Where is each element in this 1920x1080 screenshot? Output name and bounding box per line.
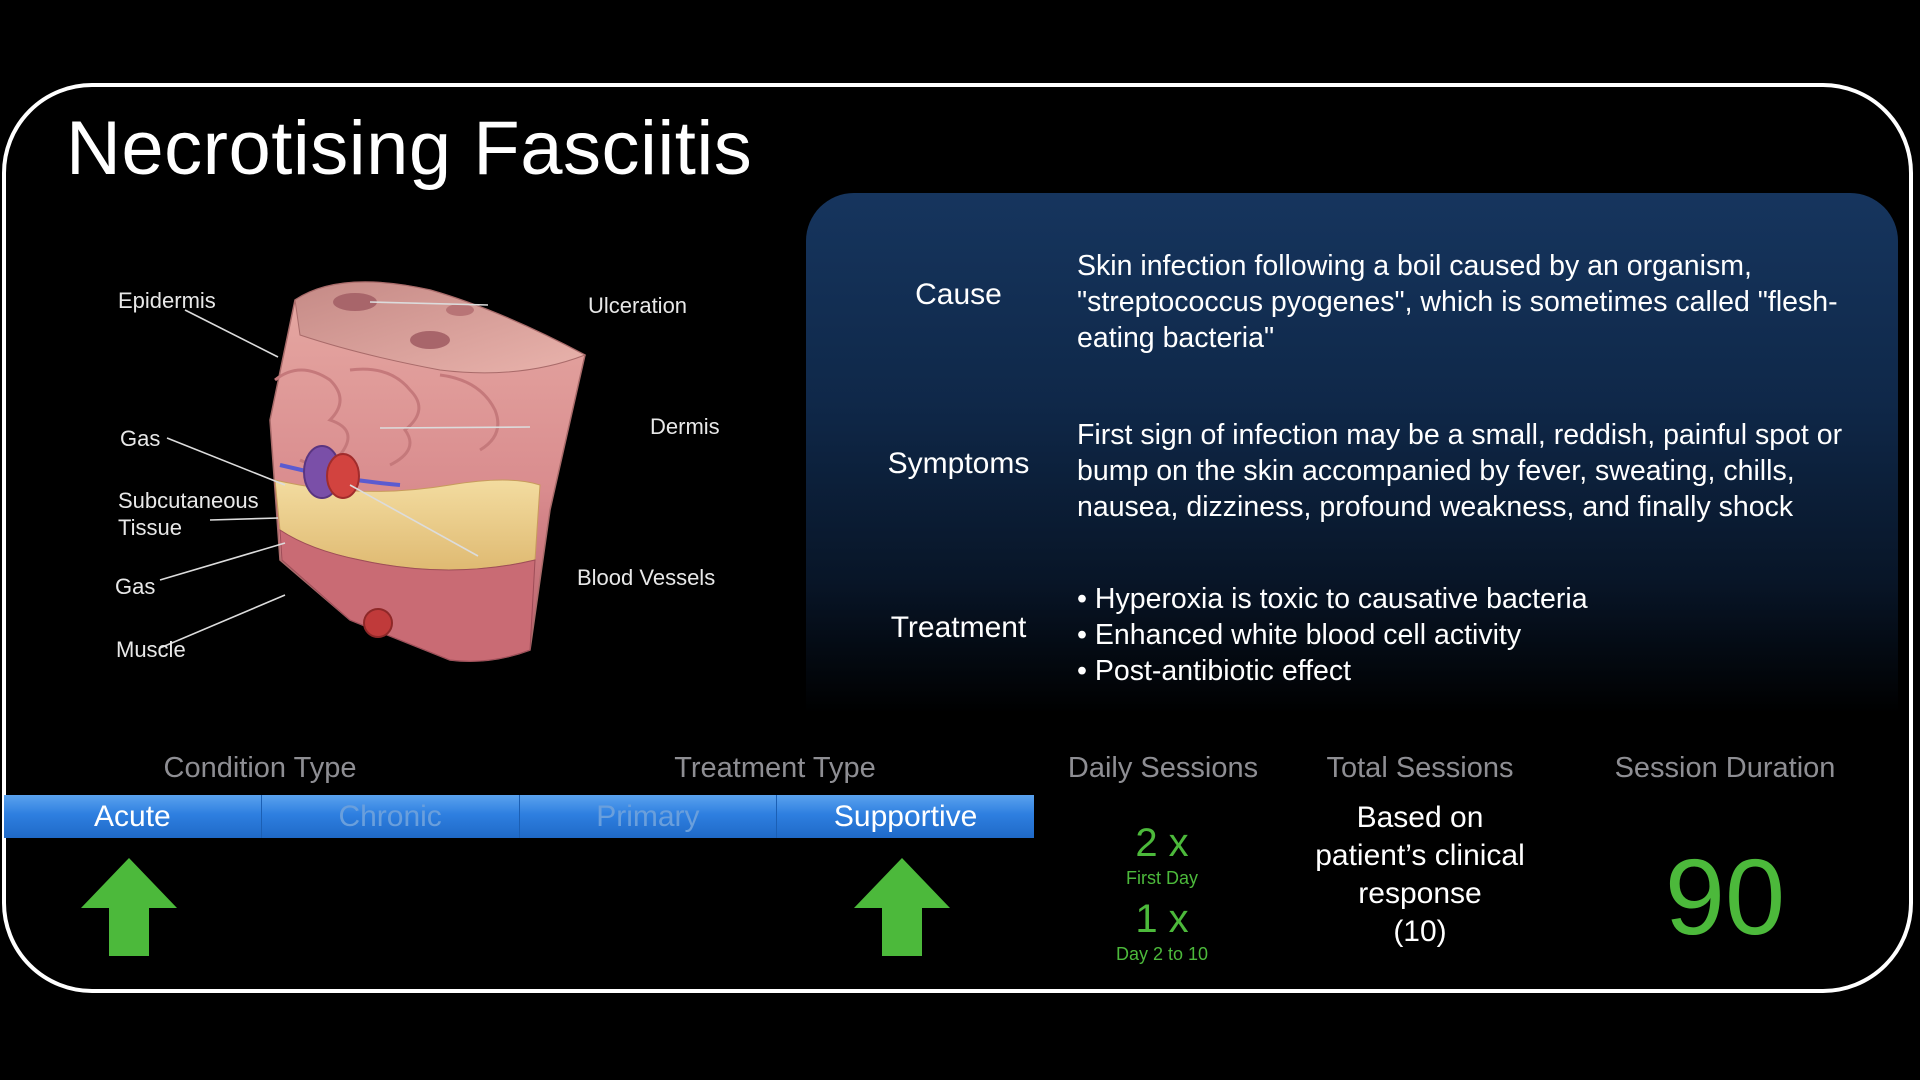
deep-vessel [363, 608, 393, 638]
type-segmented-control: Acute Chronic Primary Supportive [4, 795, 1034, 838]
label-ulceration: Ulceration [588, 293, 688, 318]
later-days-count: 1 x [1135, 897, 1189, 941]
tissue-diagram [159, 281, 587, 662]
dermis-fold-2 [349, 367, 421, 467]
ulcer-2 [410, 331, 450, 349]
total-line-4: (10) [1393, 915, 1447, 948]
label-subcutaneous: Subcutaneous [118, 488, 259, 513]
condition-type-header: Condition Type [163, 752, 357, 784]
treatment-item: Hyperoxia is toxic to causative bacteria [1077, 581, 1887, 617]
dermis-fold-3 [439, 373, 500, 452]
label-blood-vessels: Blood Vessels [577, 565, 716, 590]
info-panel: Cause Skin infection following a boil ca… [806, 193, 1898, 713]
leader-lines [159, 301, 531, 649]
artery-vessel [326, 453, 360, 499]
segment-primary[interactable]: Primary [520, 795, 778, 838]
page-title: Necrotising Fasciitis [66, 106, 753, 191]
session-duration-header: Session Duration [1614, 752, 1836, 784]
first-day-caption: First Day [1126, 868, 1198, 888]
ulcer-3 [446, 304, 474, 316]
treatment-list: Hyperoxia is toxic to causative bacteria… [1077, 581, 1887, 689]
up-arrow-icon [81, 858, 177, 956]
later-days-caption: Day 2 to 10 [1115, 944, 1209, 964]
treatment-type-header: Treatment Type [674, 752, 876, 784]
first-day-count: 2 x [1135, 821, 1189, 865]
symptoms-text: First sign of infection may be a small, … [1077, 419, 1843, 523]
symptoms-label: Symptoms [887, 447, 1030, 480]
total-line-3: response [1358, 877, 1482, 910]
skin-cross-section-illustration: Epidermis Ulceration Dermis Gas Subcutan… [100, 260, 740, 700]
cause-label: Cause [915, 278, 1002, 311]
treatment-item: Enhanced white blood cell activity [1077, 617, 1887, 653]
ulcer-1 [333, 293, 377, 311]
total-sessions-value: Based on patient’s clinical response (10… [1300, 799, 1540, 951]
muscle-layer [279, 529, 536, 662]
slide-frame [2, 83, 1913, 993]
treatment-label: Treatment [890, 611, 1027, 644]
total-line-2: patient’s clinical [1315, 839, 1525, 872]
segment-supportive[interactable]: Supportive [833, 800, 978, 833]
label-gas-top: Gas [120, 426, 161, 451]
cause-text: Skin infection following a boil caused b… [1077, 250, 1838, 354]
label-epidermis: Epidermis [118, 288, 216, 313]
label-muscle: Muscle [116, 637, 186, 662]
total-sessions-header: Total Sessions [1326, 752, 1514, 784]
total-line-1: Based on [1356, 801, 1484, 834]
label-tissue: Tissue [118, 515, 182, 540]
segment-chronic[interactable]: Chronic [262, 795, 520, 838]
label-gas-bottom: Gas [115, 574, 156, 599]
label-dermis: Dermis [650, 414, 720, 439]
treatment-item: Post-antibiotic effect [1077, 653, 1887, 689]
session-duration-value: 90 [1664, 836, 1786, 957]
up-arrow-icon [854, 858, 950, 956]
segment-acute[interactable]: Acute [4, 795, 262, 838]
daily-sessions-header: Daily Sessions [1067, 752, 1259, 784]
daily-sessions-values: 2 x First Day 1 x Day 2 to 10 [1100, 820, 1224, 966]
